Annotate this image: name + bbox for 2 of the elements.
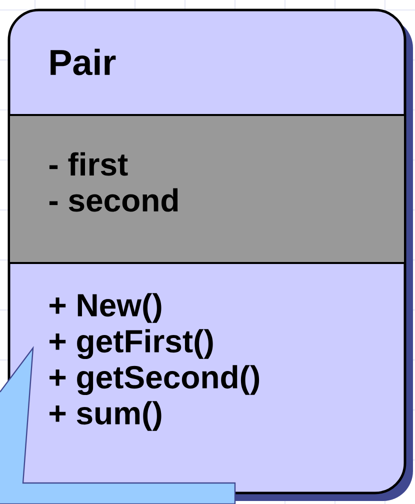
method-list: + New() + getFirst() + getSecond() + sum() bbox=[50, 293, 260, 431]
attribute-compartment: - first - second bbox=[8, 114, 406, 264]
